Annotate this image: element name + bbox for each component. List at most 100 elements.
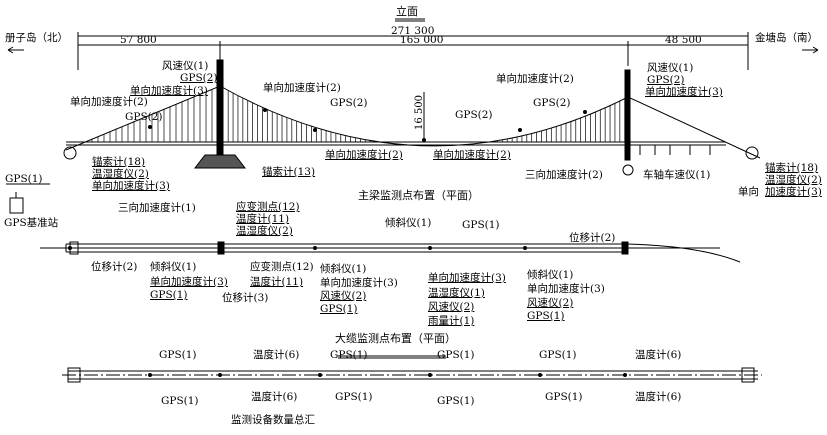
arrow-right-icon	[802, 46, 819, 54]
sensor-marker	[428, 373, 432, 377]
label: 倾斜仪(1)	[385, 217, 432, 229]
label: 温度计(6)	[635, 391, 682, 403]
total-span: 271 300	[391, 25, 435, 37]
label: 倾斜仪(1)	[150, 261, 197, 273]
cable-plan-title: 大缆监测点布置（平面）	[335, 332, 456, 345]
label: 单向加速度计(3)	[320, 277, 398, 289]
label: 锚索计(13)	[262, 166, 316, 178]
label: 应变测点(12)	[236, 201, 300, 213]
cable-plan	[62, 355, 762, 383]
label: 温湿度仪(2)	[236, 225, 293, 237]
label: 三向加速度计(2)	[525, 169, 603, 181]
sensor-marker	[518, 128, 522, 132]
main-cable	[65, 85, 761, 159]
elevation-title: 立面	[396, 5, 418, 18]
label: 风速仪(1)	[162, 60, 209, 72]
sensor-marker	[583, 110, 587, 114]
label: 温度计(11)	[250, 276, 304, 288]
label: 应变测点(12)	[250, 261, 314, 273]
label: 单向加速度计(2)	[496, 73, 574, 85]
label: GPS(2)	[180, 72, 218, 84]
pier-right	[622, 164, 634, 176]
label: GPS(1)	[545, 391, 583, 403]
label: 温度计(6)	[251, 391, 298, 403]
sensor-marker	[218, 373, 222, 377]
label: 单向加速度计(3)	[130, 85, 208, 97]
anchor-right	[745, 146, 759, 160]
label: 位移计(2)	[569, 232, 616, 244]
right-island: 金塘岛（南）	[755, 32, 818, 44]
sensor-marker	[148, 373, 152, 377]
label: 单向加速度计(2)	[263, 82, 341, 94]
label: 风速仪(2)	[320, 290, 367, 302]
label: 风速仪(2)	[428, 301, 475, 313]
label: 温度计(6)	[253, 349, 300, 361]
label: 温湿度仪(1)	[428, 287, 485, 299]
tower-right	[624, 69, 631, 161]
girder-plan-title: 主梁监测点布置（平面）	[358, 189, 479, 202]
sensor-marker	[626, 96, 630, 100]
label: 风速仪(2)	[527, 297, 574, 309]
label: GPS(1)	[330, 349, 368, 361]
label: 温度计(11)	[236, 213, 290, 225]
label: 倾斜仪(1)	[527, 269, 574, 281]
label: 锚索计(18)	[765, 162, 819, 174]
span-left: 57 800	[120, 34, 157, 46]
label: GPS(1)	[150, 289, 188, 301]
sensor-marker	[218, 88, 222, 92]
label: GPS基准站	[4, 217, 59, 229]
anchor-left	[63, 146, 77, 160]
sensor-marker	[318, 373, 322, 377]
label: 位移计(3)	[222, 292, 269, 304]
label: 温湿度仪(2)	[92, 168, 149, 180]
label: GPS(1)	[335, 391, 373, 403]
label: GPS(1)	[539, 349, 577, 361]
label: 锚索计(18)	[92, 156, 146, 168]
label: 单向	[738, 186, 759, 198]
label: 单向加速度计(3)	[527, 283, 605, 295]
arrow-left-icon	[7, 46, 24, 54]
label: 风速仪(1)	[647, 62, 694, 74]
label: GPS(2)	[330, 97, 368, 109]
tower-left	[216, 59, 224, 161]
label: GPS(1)	[159, 349, 197, 361]
label: 三向加速度计(1)	[118, 202, 196, 214]
sensor-marker	[313, 246, 317, 250]
label: 单向加速度计(3)	[92, 180, 170, 192]
sensor-marker	[148, 125, 152, 129]
label: GPS(1)	[320, 303, 358, 315]
span-right: 48 500	[665, 34, 702, 46]
pier-left	[193, 154, 247, 169]
sensor-marker	[523, 246, 527, 250]
label: GPS(1)	[437, 395, 475, 407]
label: 单向加速度计(3)	[150, 276, 228, 288]
sensor-marker	[263, 108, 267, 112]
label: 单向加速度计(3)	[645, 86, 723, 98]
label: GPS(2)	[647, 74, 685, 86]
sensor-marker	[218, 246, 222, 250]
label: GPS(1)	[437, 349, 475, 361]
sensor-marker	[422, 138, 426, 142]
hangers	[85, 89, 626, 142]
label: 倾斜仪(1)	[320, 263, 367, 275]
label: 加速度计(3)	[765, 186, 822, 198]
gps-base-box	[9, 197, 24, 214]
sensor-marker	[623, 246, 627, 250]
label: 单向加速度计(3)	[428, 272, 506, 284]
label: GPS(2)	[125, 111, 163, 123]
label: GPS(1)	[161, 395, 199, 407]
sensor-markers	[68, 88, 630, 377]
sensor-marker	[313, 128, 317, 132]
height-label: 16 500	[414, 95, 425, 130]
label: GPS(2)	[533, 97, 571, 109]
label: GPS(1)	[462, 219, 500, 231]
label: 温度计(6)	[635, 349, 682, 361]
label: 温湿度仪(2)	[765, 174, 822, 186]
label: 车轴车速仪(1)	[643, 169, 711, 181]
span-main: 165 000	[400, 34, 444, 46]
label: 单向加速度计(2)	[70, 96, 148, 108]
sensor-marker	[68, 246, 72, 250]
sensor-marker	[538, 373, 542, 377]
label: 雨量计(1)	[428, 315, 475, 327]
